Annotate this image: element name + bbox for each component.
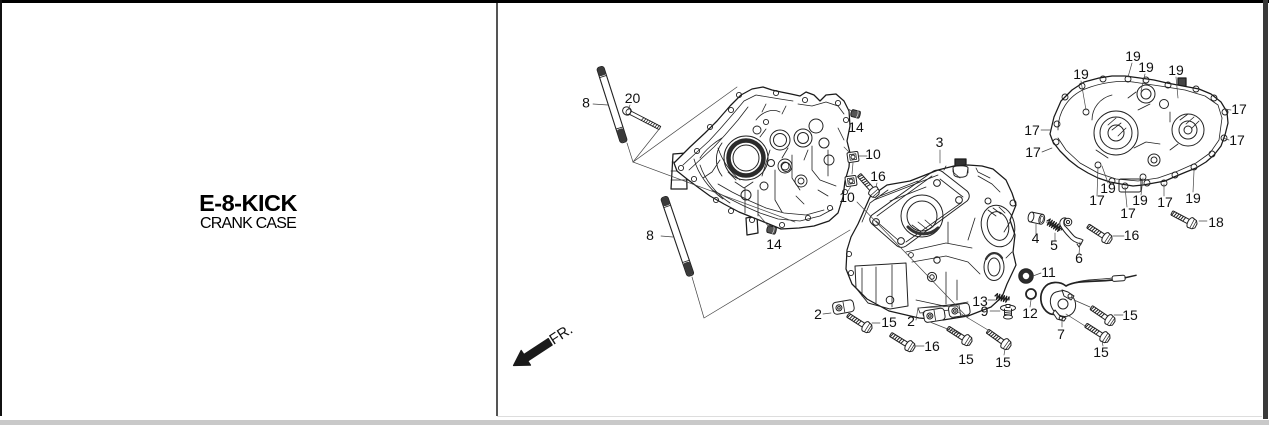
svg-text:6: 6	[1075, 250, 1083, 266]
svg-text:7: 7	[1057, 326, 1065, 342]
svg-text:20: 20	[625, 90, 641, 106]
svg-text:17: 17	[1120, 205, 1136, 221]
svg-text:4: 4	[1032, 230, 1040, 246]
svg-text:15: 15	[995, 354, 1011, 370]
svg-text:19: 19	[1073, 66, 1089, 82]
svg-text:13: 13	[972, 293, 988, 309]
svg-text:8: 8	[582, 95, 590, 111]
svg-text:19: 19	[1138, 59, 1154, 75]
svg-text:19: 19	[1132, 192, 1148, 208]
svg-text:9: 9	[981, 303, 989, 319]
svg-text:15: 15	[1093, 344, 1109, 360]
svg-text:3: 3	[936, 134, 944, 150]
svg-text:16: 16	[870, 168, 886, 184]
svg-text:15: 15	[1122, 307, 1138, 323]
svg-text:16: 16	[1124, 227, 1140, 243]
svg-text:14: 14	[766, 236, 782, 252]
svg-text:10: 10	[839, 189, 855, 205]
svg-text:15: 15	[958, 351, 974, 367]
svg-text:17: 17	[1024, 122, 1040, 138]
svg-text:17: 17	[1231, 101, 1247, 117]
svg-text:12: 12	[1022, 305, 1038, 321]
svg-text:14: 14	[848, 119, 864, 135]
svg-text:8: 8	[646, 227, 654, 243]
svg-text:2: 2	[814, 306, 822, 322]
svg-text:17: 17	[1157, 194, 1173, 210]
svg-text:16: 16	[924, 338, 940, 354]
svg-text:19: 19	[1125, 48, 1141, 64]
svg-text:19: 19	[1185, 190, 1201, 206]
svg-text:17: 17	[1089, 192, 1105, 208]
svg-text:2: 2	[907, 313, 915, 329]
svg-text:15: 15	[881, 314, 897, 330]
svg-text:10: 10	[865, 146, 881, 162]
svg-text:17: 17	[1229, 132, 1245, 148]
svg-text:5: 5	[1050, 237, 1058, 253]
svg-text:19: 19	[1168, 62, 1184, 78]
svg-text:11: 11	[1041, 264, 1056, 280]
svg-text:18: 18	[1208, 214, 1224, 230]
svg-text:17: 17	[1025, 144, 1041, 160]
svg-text:19: 19	[1100, 180, 1116, 196]
